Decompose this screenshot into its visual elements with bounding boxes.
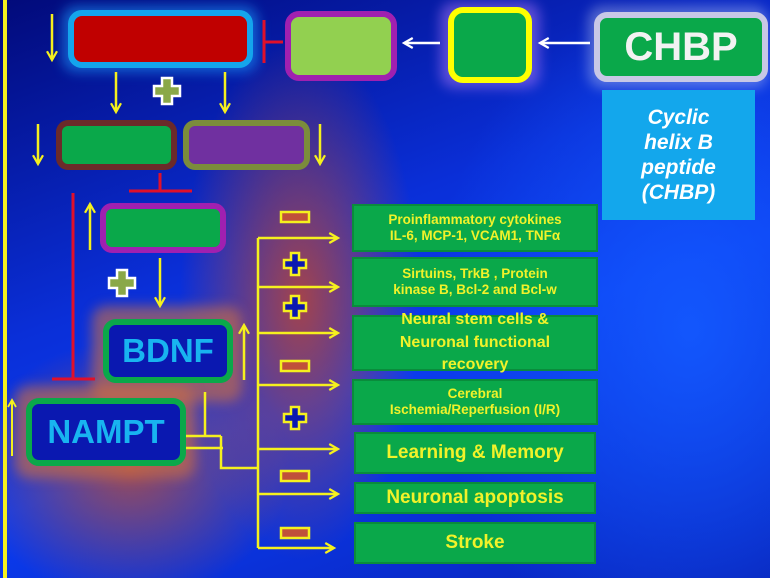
outcome-line: Neuronal functional [399, 333, 551, 351]
bdnf-label: BDNF [122, 332, 214, 369]
outcome-line: kinase B, Bcl-2 and Bcl-w [393, 282, 557, 297]
green-box-row3 [100, 203, 226, 253]
desc-line: peptide [641, 156, 716, 179]
outcome-line: Neuronal apoptosis [386, 487, 564, 509]
green-box-row2 [56, 120, 177, 170]
branch-arrows [258, 232, 341, 554]
purple-box-row2 [183, 120, 310, 170]
desc-line: (CHBP) [641, 181, 716, 205]
outcome-neuronal-apoptosis: Neuronal apoptosis [354, 482, 596, 514]
outcome-cerebral-ischemia: Cerebral Ischemia/Reperfusion (I/R) [352, 379, 598, 425]
minus-icon [279, 210, 311, 224]
minus-icon [279, 526, 311, 540]
bdnf-box [103, 319, 233, 383]
outcome-line: Proinflammatory cytokines [388, 212, 562, 228]
outcome-stroke: Stroke [354, 522, 596, 564]
outcome-proinflammatory-cytokines: Proinflammatory cytokines IL-6, MCP-1, V… [352, 204, 598, 252]
desc-line: helix B [644, 130, 713, 154]
red-target-box [68, 10, 253, 68]
plus-icon [152, 76, 182, 106]
chbp-box [594, 12, 768, 82]
outcome-neural-stem-cells: Neural stem cells & Neuronal functional … [352, 311, 598, 373]
outcome-line: recovery [441, 356, 509, 374]
minus-icon [279, 469, 311, 483]
plus-icon [282, 405, 308, 431]
plus-icon [282, 294, 308, 320]
outcome-line: Neural stem cells & [401, 311, 549, 329]
outcome-sirtuins: Sirtuins, TrkB , Protein kinase B, Bcl-2… [352, 257, 598, 307]
desc-line: Cyclic [647, 105, 710, 129]
plus-icon [107, 268, 137, 298]
outcome-learning-memory: Learning & Memory [354, 432, 596, 474]
chbp-label: CHBP [624, 24, 738, 69]
nampt-label: NAMPT [47, 413, 165, 450]
minus-icon [279, 359, 311, 373]
plus-icon [282, 251, 308, 277]
outcome-line: IL-6, MCP-1, VCAM1, TNFα [389, 228, 561, 243]
chbp-description: Cyclic helix B peptide (CHBP) [602, 90, 755, 220]
connector-lines [186, 238, 260, 548]
lightgreen-box [285, 11, 397, 81]
outcome-line: Cerebral [447, 386, 503, 402]
outcome-line: Stroke [445, 532, 505, 554]
outcome-line: Ischemia/Reperfusion (I/R) [389, 402, 561, 417]
yellow-bordered-box [448, 7, 532, 83]
outcome-line: Sirtuins, TrkB , Protein [402, 266, 548, 282]
nampt-box [26, 398, 186, 466]
outcome-line: Learning & Memory [386, 442, 564, 464]
